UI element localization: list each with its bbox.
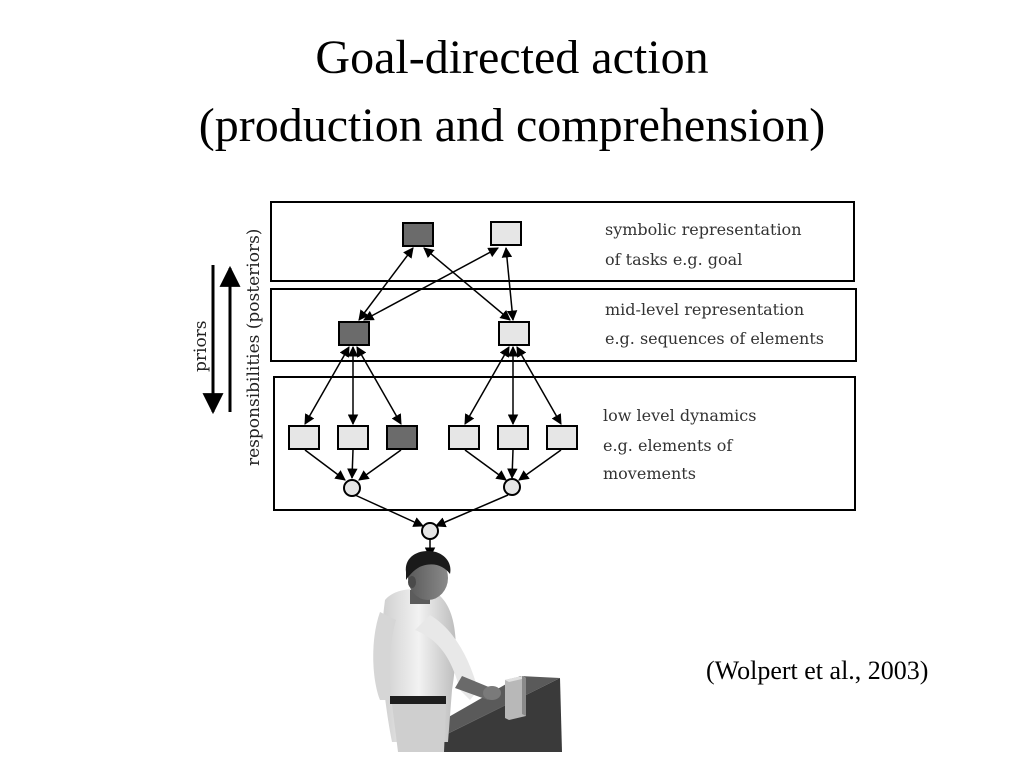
top-level-label-line-1: symbolic representation [605,220,802,239]
low-node-2 [337,425,369,450]
low-level-label-line-1: low level dynamics [603,406,756,425]
low-node-6 [546,425,578,450]
level-box-low [273,376,856,511]
combiner-left [343,479,361,497]
mid-node-dark [338,321,370,346]
slide-title-line-1: Goal-directed action [315,31,709,84]
combiner-right [503,478,521,496]
combiner-final [421,522,439,540]
slide-title-line-2: (production and comprehension) [198,99,826,152]
priors-label: priors [191,320,211,372]
mid-level-label-line-2: e.g. sequences of elements [605,329,824,348]
top-node-light [490,221,522,246]
level-box-mid [270,288,857,362]
low-node-5 [497,425,529,450]
level-box-top [270,201,855,282]
top-node-dark [402,222,434,247]
mid-level-label-line-1: mid-level representation [605,300,804,319]
low-level-label-line-3: movements [603,464,696,483]
citation: (Wolpert et al., 2003) [706,656,929,685]
low-node-1 [288,425,320,450]
low-node-3-dark [386,425,418,450]
mid-node-light [498,321,530,346]
low-level-label-line-2: e.g. elements of [603,436,733,455]
posteriors-label: responsibilities (posteriors) [244,229,264,466]
person-illustration [373,550,562,752]
diagram-edges [304,246,562,559]
low-node-4 [448,425,480,450]
top-level-label-line-2: of tasks e.g. goal [605,250,742,269]
